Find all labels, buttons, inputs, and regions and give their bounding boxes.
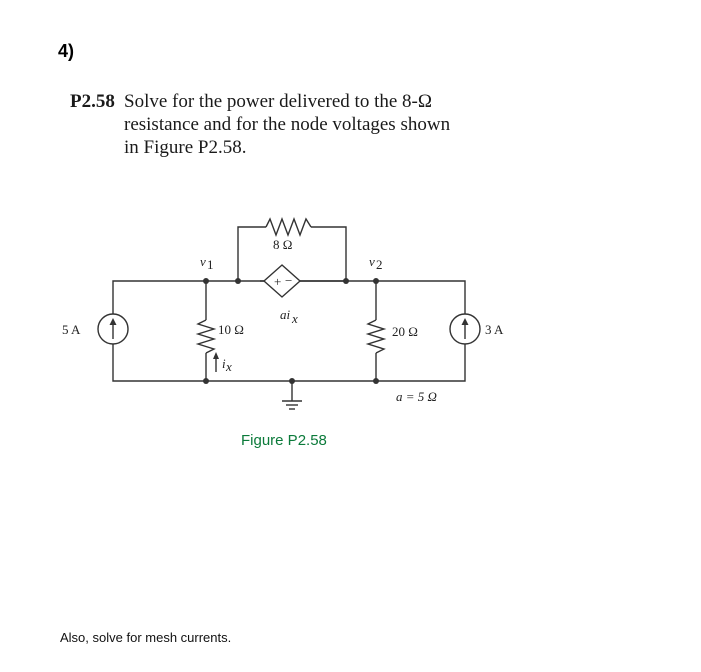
source-3a-arrow-head (461, 318, 469, 325)
node-v1-dot (203, 278, 209, 284)
label-v2-sub: 2 (376, 257, 383, 272)
plus-sign: + (274, 274, 281, 289)
dependent-source-diamond (262, 264, 302, 298)
label-a-value: a = 5 Ω (396, 389, 437, 404)
label-dep-source-sub: x (291, 311, 298, 326)
problem-id: P2.58 (70, 91, 115, 112)
label-10-ohm: 10 Ω (218, 322, 244, 337)
bottom-node-left (203, 378, 209, 384)
mesh-currents-note: Also, solve for mesh currents. (60, 630, 232, 645)
resistor-20-ohm (365, 319, 387, 354)
bottom-node-ground (289, 378, 295, 384)
label-5a: 5 A (62, 322, 81, 337)
figure-caption: Figure P2.58 (241, 432, 327, 449)
label-v1-sub: 1 (207, 257, 214, 272)
problem-line-3: in Figure P2.58. (124, 137, 247, 158)
circuit-diagram: + − 5 A 3 A 8 Ω 10 Ω 20 Ω v 1 v 2 ai x i… (62, 217, 504, 410)
resistor-10-ohm (195, 319, 217, 354)
label-3a: 3 A (485, 322, 504, 337)
label-8-ohm: 8 Ω (273, 237, 292, 252)
source-5a-arrow-head (109, 318, 117, 325)
question-number: 4) (58, 41, 75, 61)
ix-arrow-head (213, 352, 219, 359)
label-20-ohm: 20 Ω (392, 324, 418, 339)
top-left-wire (112, 280, 238, 314)
resistor-8-ohm (265, 217, 312, 237)
problem-line-1: Solve for the power delivered to the 8-Ω (124, 91, 432, 112)
r8-right-wire (311, 226, 347, 281)
bottom-node-right (373, 378, 379, 384)
r8-left-wire (237, 226, 266, 281)
label-ix-sub: x (225, 359, 232, 374)
bottom-wire (112, 344, 466, 382)
label-ix: i (222, 356, 226, 371)
node-v2b-dot (343, 278, 349, 284)
minus-sign: − (285, 273, 292, 288)
label-dep-source: ai (280, 307, 291, 322)
label-v1: v (200, 254, 206, 269)
label-v2: v (369, 254, 375, 269)
problem-line-2: resistance and for the node voltages sho… (124, 114, 451, 135)
node-v1b-dot (235, 278, 241, 284)
node-v2-dot (373, 278, 379, 284)
